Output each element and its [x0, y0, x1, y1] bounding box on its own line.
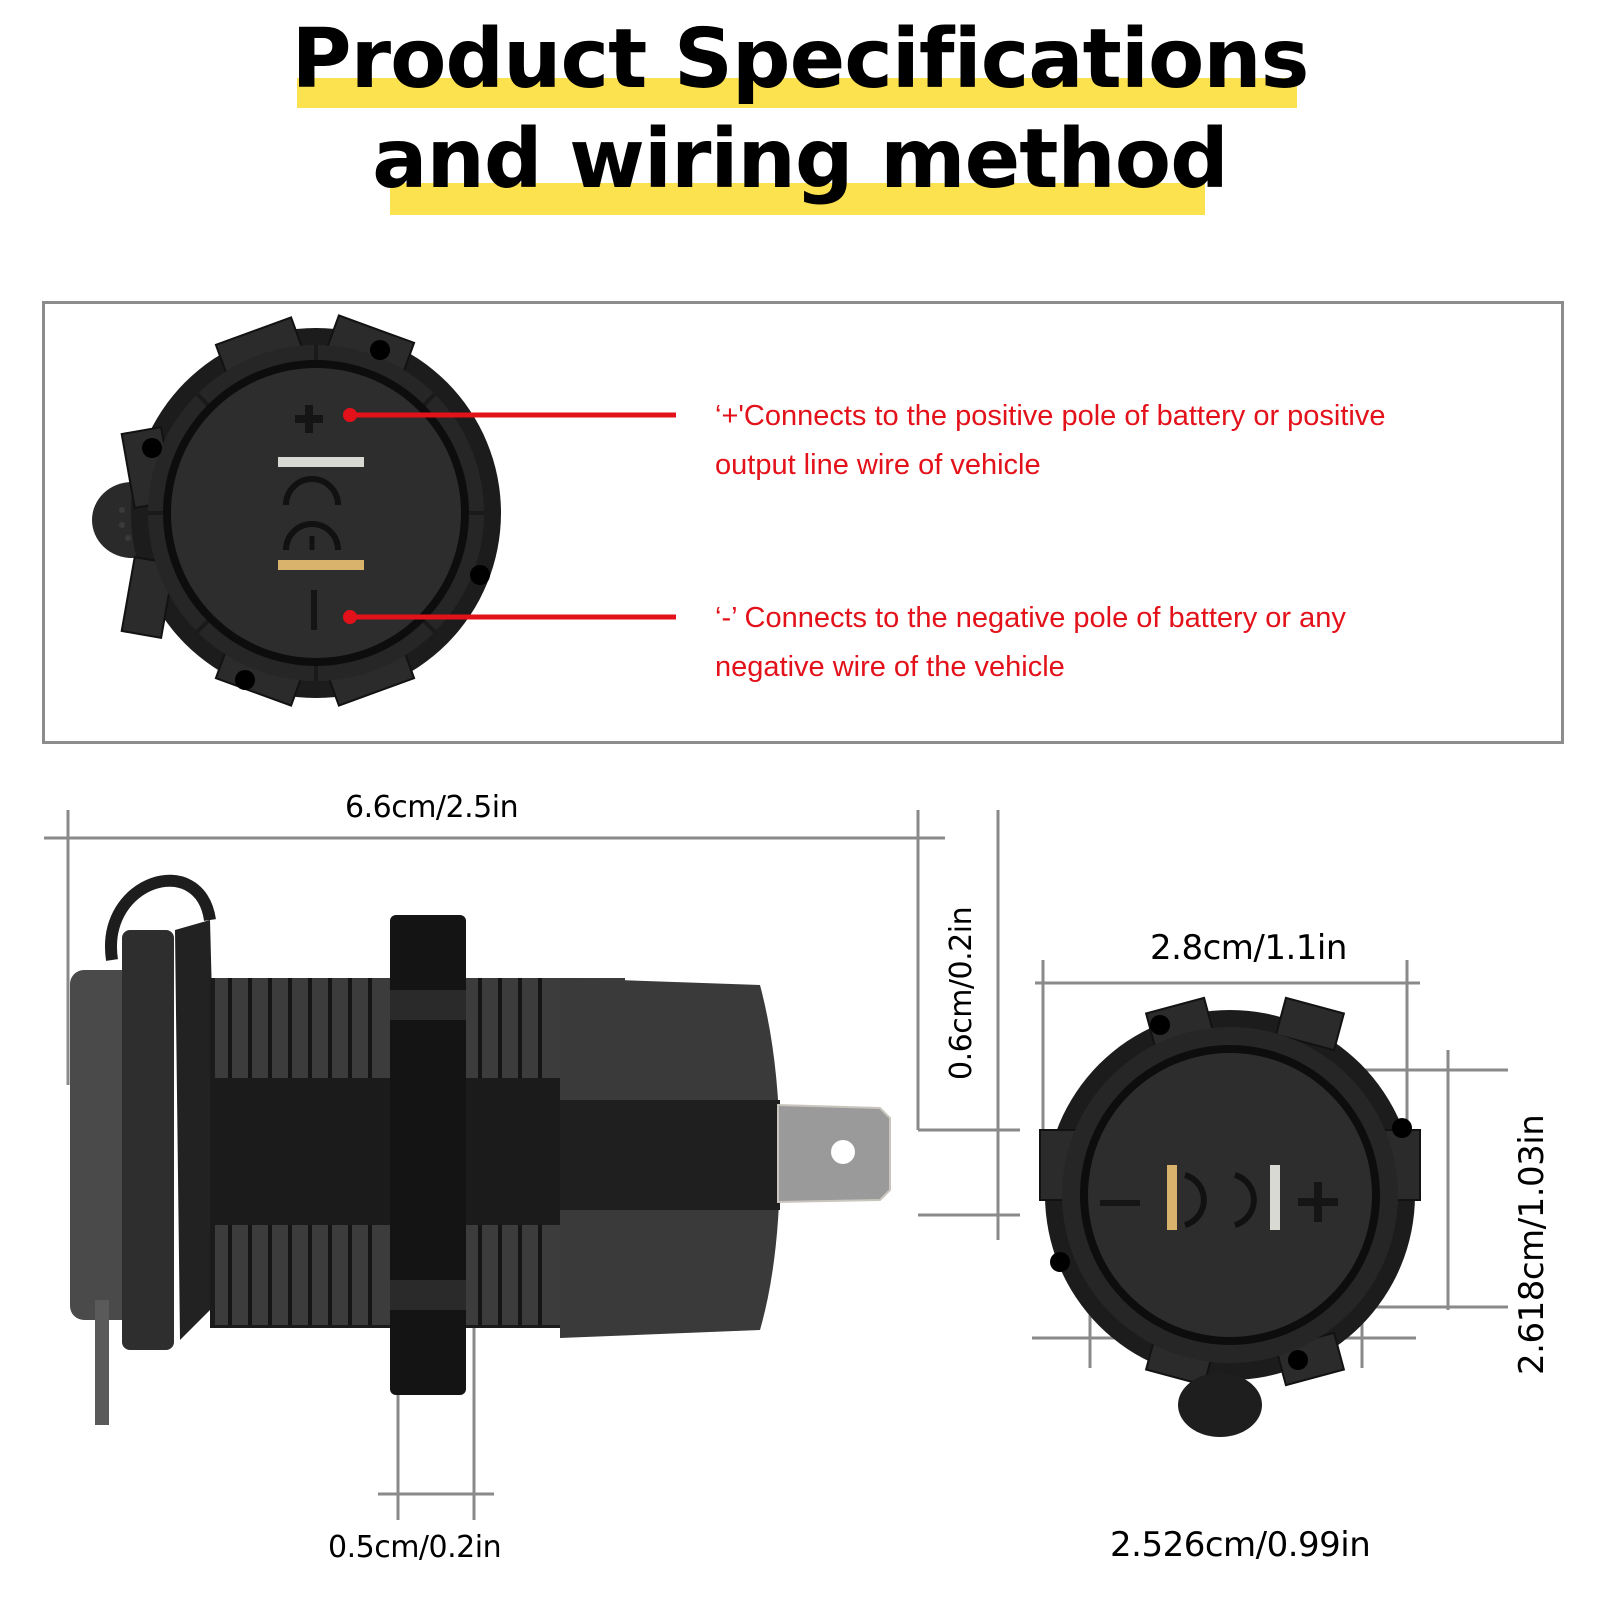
socket-side-view-icon [70, 874, 891, 1425]
title-highlight-1 [297, 78, 1297, 108]
negative-leader-line [343, 610, 676, 624]
positive-annotation-line-2: output line wire of vehicle [715, 449, 1041, 481]
outer-width-label: 2.8cm/1.1in [1150, 928, 1347, 968]
negative-annotation-line-2: negative wire of the vehicle [715, 651, 1065, 683]
negative-annotation-line-1: ‘-’ Connects to the negative pole of bat… [715, 602, 1346, 634]
overall-length-label: 6.6cm/2.5in [345, 790, 519, 825]
positive-annotation-line-1: ‘+'Connects to the positive pole of batt… [715, 400, 1386, 432]
face-width-label: 2.526cm/0.99in [1110, 1525, 1371, 1565]
page-title-line-1: Product Specifications [291, 12, 1310, 107]
socket-front-view-icon [1039, 996, 1421, 1437]
positive-leader-line [343, 408, 676, 422]
title-highlight-2 [390, 183, 1205, 215]
positive-annotation: ‘+'Connects to the positive pole of batt… [715, 392, 1386, 490]
nut-thickness-label: 0.5cm/0.2in [328, 1530, 502, 1565]
wiring-panel [42, 301, 1564, 744]
page-title-line-2: and wiring method [372, 112, 1229, 207]
socket-rear-view-icon [92, 314, 501, 707]
face-height-label: 2.618cm/1.03in [1512, 1114, 1552, 1375]
negative-annotation: ‘-’ Connects to the negative pole of bat… [715, 594, 1346, 692]
